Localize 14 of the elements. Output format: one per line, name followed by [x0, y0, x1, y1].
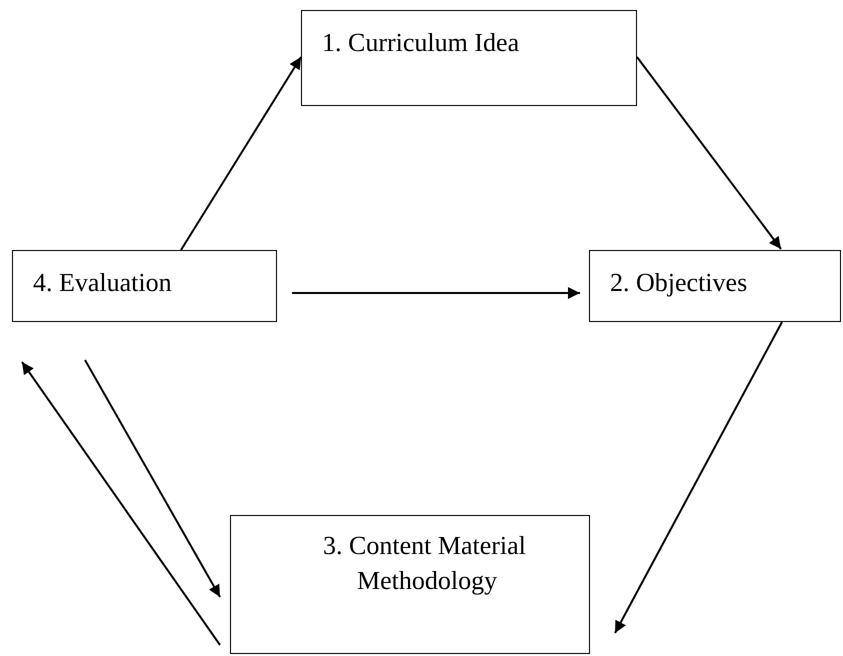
arrow — [636, 56, 782, 250]
arrow — [180, 56, 302, 251]
process-box — [230, 515, 590, 654]
box-label: 1. Curriculum Idea — [322, 27, 520, 59]
arrow — [21, 361, 221, 646]
box-label: 4. Evaluation — [33, 267, 172, 299]
arrow — [84, 360, 221, 598]
arrow — [292, 287, 580, 299]
box-label: 2. Objectives — [610, 267, 748, 299]
arrow — [614, 322, 783, 634]
process-box — [12, 250, 277, 322]
process-box — [589, 250, 841, 322]
box-label: 3. Content Material Methodology — [323, 530, 527, 597]
process-box — [301, 10, 637, 106]
